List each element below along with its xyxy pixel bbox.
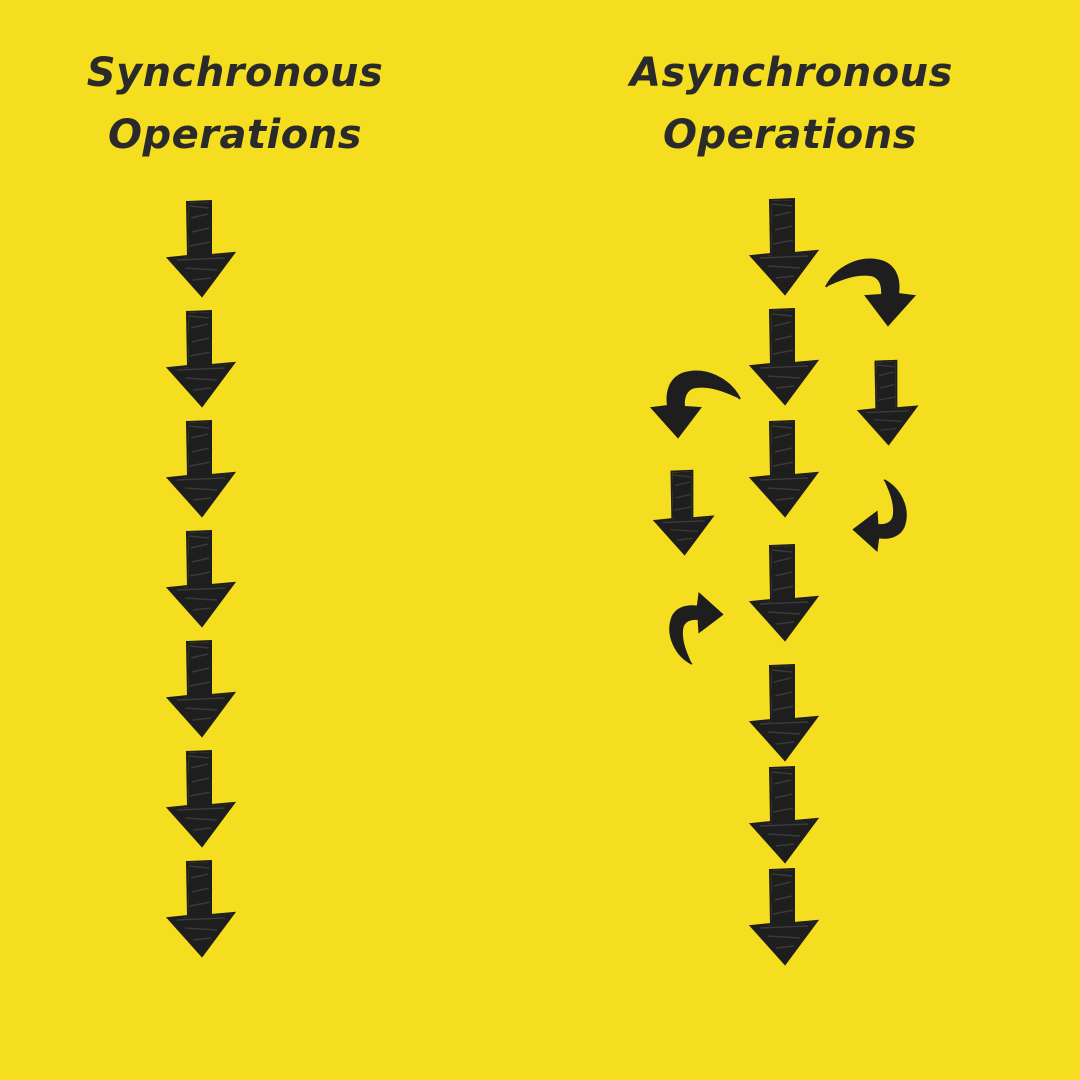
async-right-branch-arrow bbox=[857, 359, 918, 446]
async-title-line-2: Operations bbox=[662, 112, 918, 158]
sync-title-line-1: Synchronous bbox=[86, 50, 384, 96]
async-right-branch-return-icon bbox=[852, 479, 907, 552]
async-left-branch-arrow bbox=[653, 469, 714, 556]
sync-arrow-5 bbox=[167, 640, 235, 737]
sync-arrow-1 bbox=[167, 200, 235, 297]
async-title-line-1: Asynchronous bbox=[630, 50, 953, 96]
sync-arrow-2 bbox=[167, 310, 235, 407]
sync-arrow-7 bbox=[167, 860, 235, 957]
async-right-branch-out-icon bbox=[825, 258, 915, 326]
async-main-arrow-4 bbox=[750, 544, 818, 641]
sync-arrow-6 bbox=[167, 750, 235, 847]
async-main-arrow-7 bbox=[750, 868, 818, 965]
sync-arrow-4 bbox=[167, 530, 235, 627]
async-left-branch-out-icon bbox=[651, 370, 741, 438]
async-left-branch-return-icon bbox=[669, 592, 724, 665]
sync-arrow-3 bbox=[167, 420, 235, 517]
sync-title: Synchronous Operations bbox=[85, 42, 385, 166]
sync-title-line-2: Operations bbox=[107, 112, 363, 158]
async-main-arrow-5 bbox=[750, 664, 818, 761]
async-title: Asynchronous Operations bbox=[630, 42, 953, 166]
async-main-arrow-2 bbox=[750, 308, 818, 405]
async-main-arrow-6 bbox=[750, 766, 818, 863]
async-main-arrow-3 bbox=[750, 420, 818, 517]
async-main-arrow-1 bbox=[750, 198, 818, 295]
